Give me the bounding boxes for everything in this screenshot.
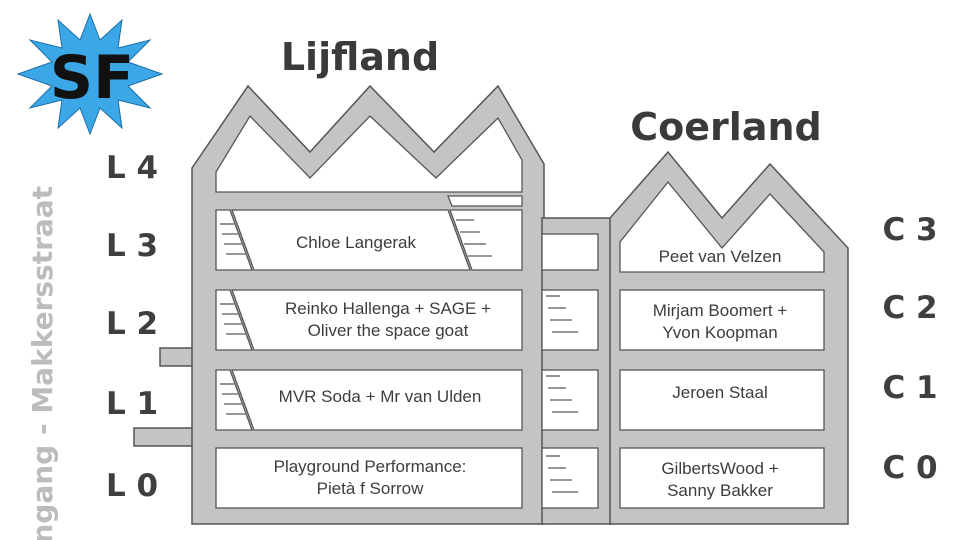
- room-c2-label-line2: Yvon Koopman: [662, 323, 777, 342]
- connector-room-3: [541, 233, 599, 271]
- connector-room-0: [541, 447, 599, 509]
- coerland-interior: [619, 180, 825, 509]
- level-label-c3: C 3: [882, 212, 937, 248]
- room-shape-l3: [231, 209, 471, 271]
- stair-well-left-l1: [215, 369, 253, 431]
- stair-well-right-l3: [449, 209, 523, 271]
- room-shape-c0: [619, 447, 825, 509]
- logo-text: SF: [50, 43, 134, 113]
- room-c2-label-line1: Mirjam Boomert +: [653, 301, 788, 320]
- stair-well-left-l3: [215, 209, 253, 271]
- building-title-coerland: Coerland: [630, 105, 821, 149]
- room-c0-label-line1: GilbertsWood +: [661, 459, 778, 478]
- stair-well-right-l4: [447, 195, 523, 207]
- level-label-l0: L 0: [106, 468, 158, 504]
- level-label-c1: C 1: [882, 370, 937, 406]
- lijfland-interior: [215, 114, 523, 509]
- level-label-l4: L 4: [106, 150, 158, 186]
- logo-star: [16, 12, 164, 136]
- room-l0-label-line1: Playground Performance:: [274, 457, 467, 476]
- room-shape-c2: [619, 289, 825, 351]
- level-label-l2: L 2: [106, 306, 158, 342]
- room-shape-l0: [215, 447, 523, 509]
- entrance-ledge-upper: [159, 347, 195, 367]
- entrance-ledge-lower: [133, 427, 195, 447]
- room-c0-label-line2: Sanny Bakker: [667, 481, 773, 500]
- room-labels: Chloe Langerak Reinko Hallenga + SAGE + …: [274, 233, 788, 500]
- level-label-l1: L 1: [106, 386, 158, 422]
- room-l2-label-line1: Reinko Hallenga + SAGE +: [285, 299, 491, 318]
- building-title-lijfland: Lijfland: [281, 35, 439, 79]
- attic-l4: [215, 114, 523, 193]
- street-entrance-label: Ingang - Makkersstraat: [26, 186, 59, 540]
- room-l3-label: Chloe Langerak: [296, 233, 417, 252]
- room-shape-l1: [231, 369, 523, 431]
- room-l2-label-line2: Oliver the space goat: [308, 321, 469, 340]
- starburst-logo-icon: SF: [16, 12, 164, 136]
- room-c3-label: Peet van Velzen: [659, 247, 782, 266]
- room-shape-l2: [231, 289, 523, 351]
- room-l1-label: MVR Soda + Mr van Ulden: [279, 387, 482, 406]
- room-c1-label: Jeroen Staal: [672, 383, 767, 402]
- room-shape-c3: [619, 180, 825, 273]
- room-shape-c1: [619, 369, 825, 431]
- room-l0-label-line2: Pietà f Sorrow: [317, 479, 424, 498]
- level-label-l3: L 3: [106, 228, 158, 264]
- stair-well-left-l2: [215, 289, 253, 351]
- staircase-icon: [220, 219, 578, 493]
- level-label-c0: C 0: [882, 450, 937, 486]
- level-label-c2: C 2: [882, 290, 937, 326]
